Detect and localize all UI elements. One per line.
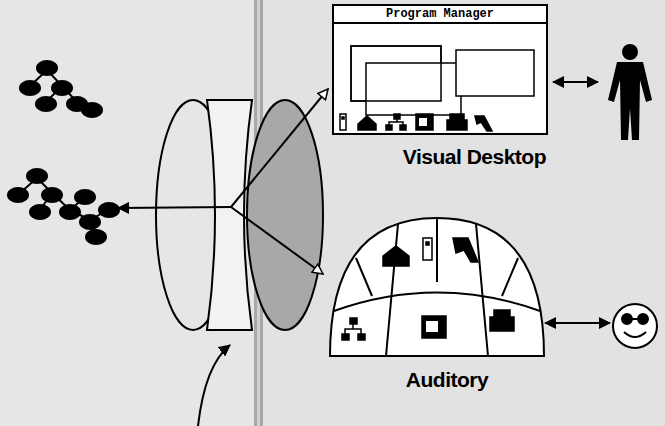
projection-arrow bbox=[231, 207, 323, 274]
double-arrow bbox=[553, 81, 598, 83]
desktop-picture bbox=[334, 6, 546, 133]
lens-back bbox=[247, 100, 323, 330]
tree-icon bbox=[20, 61, 102, 117]
left-panel bbox=[0, 0, 255, 426]
concave-lens bbox=[207, 100, 252, 330]
blind-user-face bbox=[613, 304, 657, 348]
heading-label: Visual Desktop bbox=[401, 145, 548, 169]
heading-label: Auditory bbox=[404, 368, 490, 392]
projection-arrow bbox=[118, 207, 231, 208]
tree-icon bbox=[8, 169, 119, 244]
auditory-dome: Auditory bbox=[328, 216, 546, 362]
projection-arrow bbox=[231, 89, 328, 207]
double-arrow bbox=[545, 322, 610, 324]
window-title: Program Manager bbox=[334, 6, 546, 24]
pointer-line bbox=[198, 345, 230, 426]
dome-picture bbox=[328, 216, 546, 362]
human-figure bbox=[608, 44, 652, 140]
window-box: Program ManagerVisual Desktop bbox=[332, 4, 548, 135]
